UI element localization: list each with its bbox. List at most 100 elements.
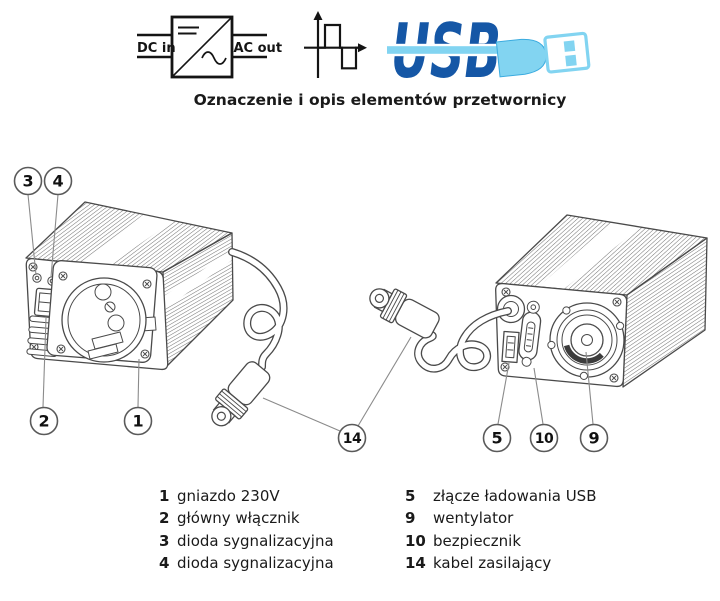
sine-symbol (201, 51, 227, 65)
fan-shadow (563, 344, 604, 364)
usb-logo: USB (387, 8, 591, 96)
fuse-holder (518, 300, 542, 367)
fan-clip (579, 371, 589, 380)
callout-10-number: 10 (535, 431, 554, 447)
ac-out-label: AC out (234, 41, 283, 56)
top-face-stripe (81, 214, 173, 266)
side-face-stripe (164, 250, 232, 310)
power-cable-right (414, 307, 512, 373)
usb-plug-pin (565, 54, 577, 67)
socket-earth-clip (91, 331, 124, 350)
fan-clip (562, 306, 571, 315)
socket-center-screw-slot (106, 303, 114, 311)
callout-4: 4 (43, 166, 73, 196)
legend-item-4: 4 dioda sygnalizacyjna (159, 552, 334, 574)
callout-5-number: 5 (491, 429, 502, 448)
legend-number: 5 (405, 487, 416, 505)
leader-2 (42, 317, 47, 408)
legend-number: 9 (405, 509, 416, 528)
legend-item-9: 9 wentylator (405, 507, 596, 529)
socket-well-outer (61, 277, 147, 363)
converter-diagonal (172, 17, 232, 77)
callout-3: 3 (13, 166, 43, 196)
screw (142, 279, 152, 289)
page-title: Oznaczenie i opis elementów przetwornicy (193, 91, 567, 109)
leader-10 (533, 367, 544, 425)
fan-ring (556, 309, 618, 371)
socket-230v (46, 260, 158, 363)
legend-item-14: 14 kabel zasilający (405, 552, 596, 574)
wave-y-arrowhead (313, 11, 323, 20)
leader-5 (497, 362, 510, 425)
legend-label: gniazdo 230V (177, 487, 280, 505)
cigarette-plug-left (202, 357, 275, 435)
dc-in-label: DC in (137, 41, 176, 56)
legend-label: główny włącznik (177, 509, 300, 528)
fan-clip (547, 340, 556, 350)
socket-earth-clip (87, 343, 119, 360)
legend-label: kabel zasilający (433, 554, 552, 573)
led-indicator-3-dot (34, 275, 40, 281)
callout-9: 9 (579, 423, 609, 453)
callout-1: 1 (123, 406, 153, 436)
socket-pin-hole (107, 314, 125, 332)
power-cable-left (228, 248, 288, 371)
fan-hub (570, 323, 604, 357)
leader-14a (262, 397, 341, 432)
leader-14b (357, 336, 412, 427)
screw (501, 287, 511, 297)
usb-stripe (387, 46, 547, 54)
modified-square-wave-icon (304, 11, 367, 78)
fan (547, 302, 625, 380)
screw (58, 271, 68, 281)
top-face-stripe (538, 222, 640, 289)
usb-plug-nose (495, 38, 547, 78)
usb-plug-connector (543, 31, 591, 74)
fan-hub-center (581, 334, 593, 346)
socket-pin-hole (94, 283, 112, 301)
legend-item-5: 5 złącze ładowania USB (405, 485, 596, 507)
wave-x-arrowhead (358, 43, 367, 53)
screw (609, 373, 619, 383)
legend-label: wentylator (433, 509, 514, 528)
callout-2-number: 2 (38, 412, 49, 431)
callout-14: 14 (337, 423, 367, 453)
converter-box (170, 15, 234, 79)
usb-plug-icon (495, 31, 591, 78)
callout-9-number: 9 (588, 429, 599, 448)
callout-3-number: 3 (22, 172, 33, 191)
screw (140, 349, 150, 359)
leader-1 (137, 358, 140, 408)
callout-10: 10 (529, 423, 559, 453)
callout-1-number: 1 (132, 412, 143, 431)
legend-number: 14 (405, 554, 426, 573)
leader-9 (585, 351, 594, 425)
leader-4 (50, 194, 59, 278)
legend-item-2: 2 główny włącznik (159, 507, 334, 529)
inverter-diagram: 3 4 2 1 14 5 10 9 (13, 166, 708, 453)
fan-clip (616, 321, 625, 330)
square-wave-trace (318, 23, 361, 70)
callout-4-number: 4 (52, 172, 63, 191)
legend-number: 2 (159, 509, 170, 528)
usb-plug-pin (563, 40, 576, 52)
side-face-fins (623, 238, 707, 387)
leader-3 (27, 194, 37, 276)
legend-label: dioda sygnalizacyjna (177, 554, 334, 573)
callout-5: 5 (482, 423, 512, 453)
usb-port (501, 330, 520, 364)
callout-2: 2 (29, 406, 59, 436)
legend-label: bezpiecznik (433, 531, 522, 550)
legend-number: 4 (159, 554, 170, 573)
legend-number: 3 (159, 531, 170, 550)
screw (612, 297, 622, 307)
legend-label: złącze ładowania USB (433, 487, 597, 505)
inverter-front-view (25, 201, 288, 435)
dc-ac-converter-icon: DC in AC out (137, 15, 283, 79)
inverter-rear-view (362, 214, 708, 388)
